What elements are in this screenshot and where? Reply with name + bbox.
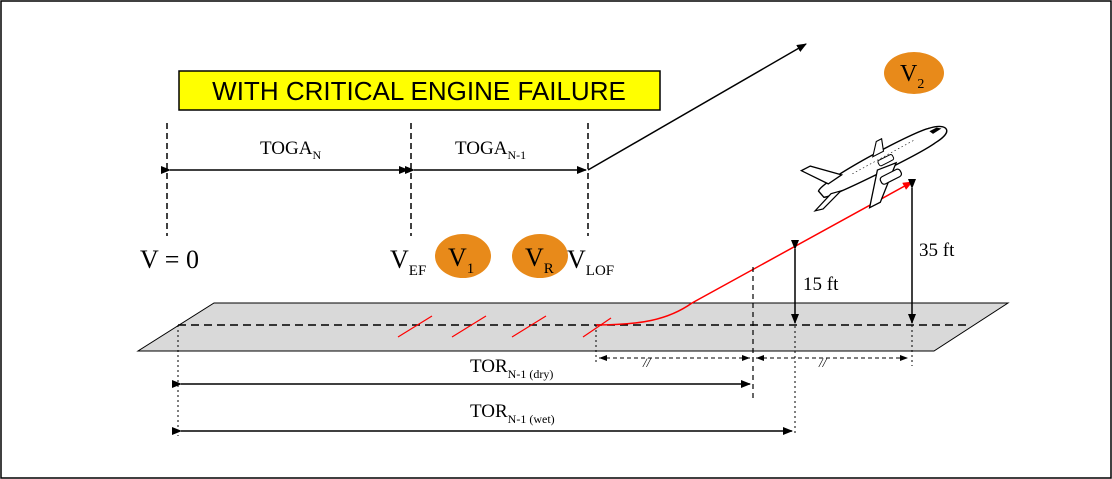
v2-label: V2 [900,61,924,92]
roll-slash [397,315,433,338]
arrowhead [742,355,750,361]
vef-label: VEF [390,245,426,279]
flight-path [595,181,913,326]
height-35-label: 35 ft [919,240,955,261]
toga-n-label: TOGAN [260,138,321,162]
break-mark: // [642,355,652,370]
banner-box [178,70,661,111]
arrowhead [900,355,908,361]
height-15-label: 15 ft [803,274,839,295]
vr-badge [512,234,568,278]
toga-n1-label: TOGAN-1 [455,138,526,162]
v1-label: V1 [448,243,474,277]
roll-slash [582,317,612,338]
tor-wet-label: TORN-1 (wet) [470,401,555,426]
climb-arrow [587,43,807,171]
break-mark: // [818,355,828,370]
runway [136,302,1010,352]
tor-dry-label: TORN-1 (dry) [470,356,553,381]
roll-slash [451,315,487,338]
v1-badge [435,234,491,278]
banner-text: WITH CRITICAL ENGINE FAILURE [212,76,626,106]
v2-badge [884,52,944,94]
roll-slash [511,315,547,338]
v0-label: V = 0 [140,245,199,274]
arrowhead [599,355,607,361]
vlof-label: VLOF [567,245,614,279]
aircraft-icon [799,125,948,212]
vr-label: VR [525,243,554,277]
arrowhead [756,355,764,361]
